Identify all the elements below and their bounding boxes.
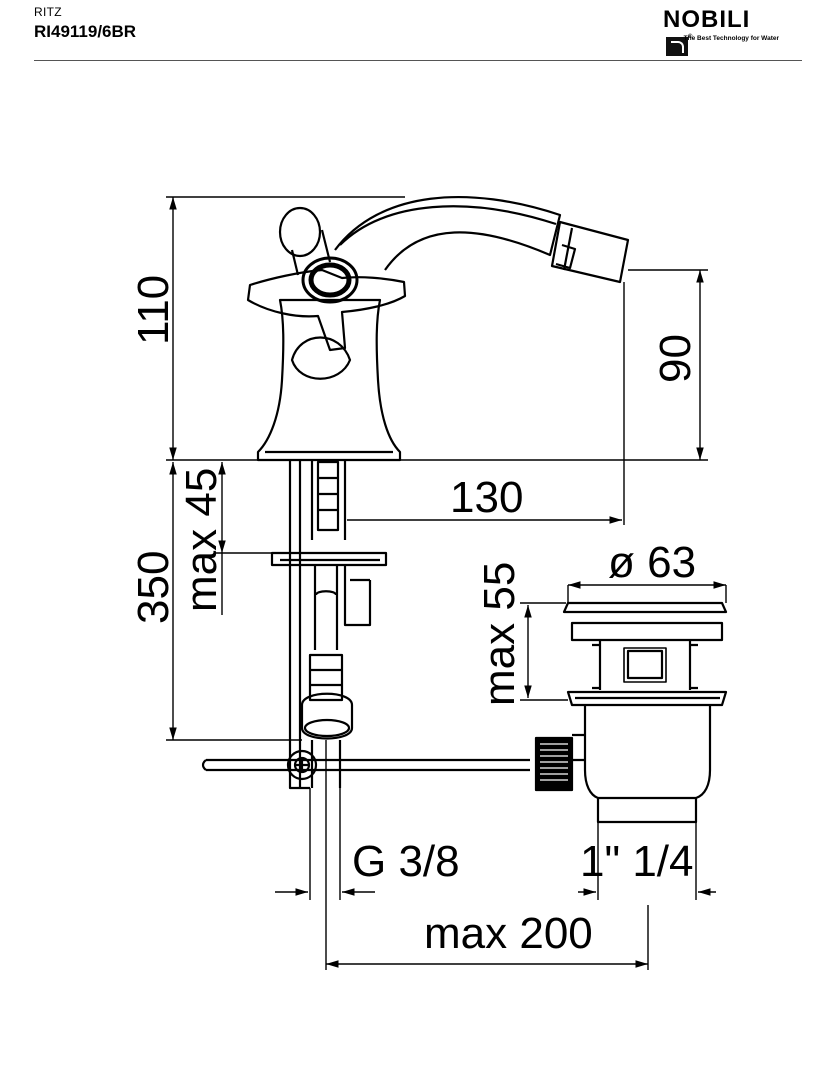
dim-max-thickness: max 45 bbox=[177, 468, 226, 612]
series-name: RITZ bbox=[34, 5, 62, 19]
dim-spout-height: 90 bbox=[651, 334, 700, 383]
dim-waste-diameter: ø 63 bbox=[608, 538, 696, 587]
dim-spout-reach: 130 bbox=[450, 473, 523, 522]
brand-logo: NOBILI® The Best Technology for Water bbox=[663, 6, 803, 56]
dim-waste-thread: 1" 1/4 bbox=[580, 837, 693, 886]
brand-mark-icon bbox=[666, 37, 688, 56]
header: RITZ RI49119/6BR NOBILI® The Best Techno… bbox=[0, 0, 827, 64]
faucet-body bbox=[201, 196, 630, 790]
product-code: RI49119/6BR bbox=[34, 22, 137, 41]
dim-max-distance: max 200 bbox=[424, 909, 593, 958]
pop-up-waste bbox=[534, 601, 728, 824]
header-divider bbox=[34, 60, 802, 61]
brand-wordmark: NOBILI® bbox=[663, 6, 769, 62]
dim-waste-height: max 55 bbox=[475, 562, 524, 706]
dim-height-total: 110 bbox=[129, 275, 178, 345]
brand-tagline: The Best Technology for Water bbox=[683, 35, 779, 42]
knurl-lines bbox=[540, 743, 568, 781]
dimension-lines bbox=[166, 196, 727, 970]
dim-connection: G 3/8 bbox=[352, 837, 460, 886]
dim-shank-length: 350 bbox=[129, 551, 178, 624]
